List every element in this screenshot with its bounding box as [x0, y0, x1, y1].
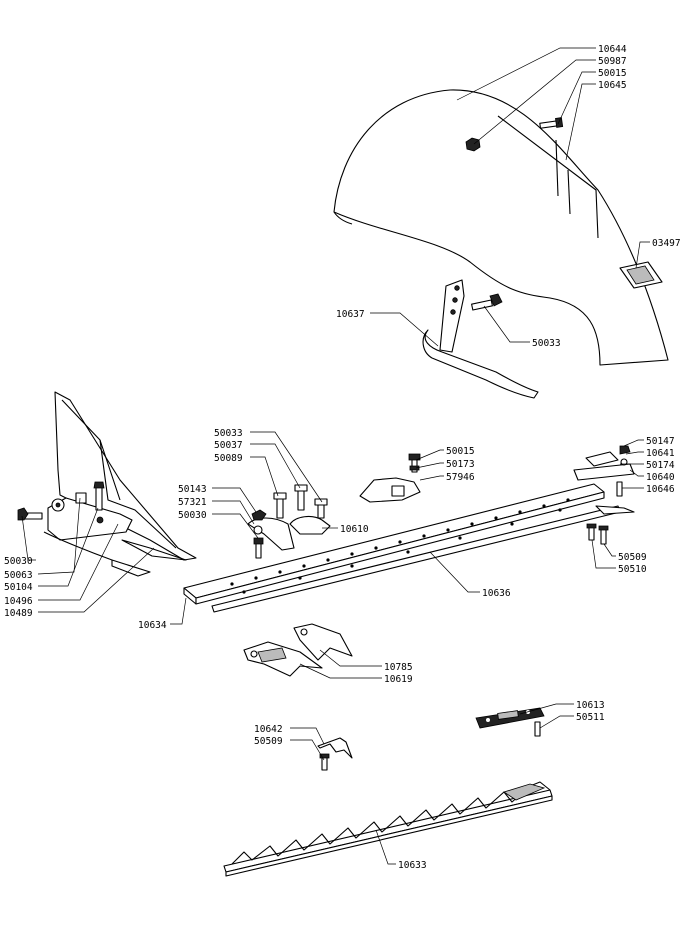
label-50015-top: 50015	[598, 68, 627, 79]
label-50030-left: 50030	[4, 556, 33, 567]
label-10634: 10634	[138, 620, 167, 631]
clip-10642	[317, 737, 353, 771]
label-10613: 10613	[576, 700, 605, 711]
support-foot-10637	[422, 279, 539, 399]
label-10636: 10636	[482, 588, 511, 599]
label-50063: 50063	[4, 570, 33, 581]
label-50509-right: 50509	[618, 552, 647, 563]
bolt-50030-left	[17, 507, 43, 521]
nut-50987	[465, 137, 481, 152]
label-03497: 03497	[652, 238, 681, 249]
leader-lines	[21, 47, 650, 865]
label-50030-center: 50030	[178, 510, 207, 521]
bolt-50015-top	[539, 117, 564, 129]
side-divider-10489	[54, 391, 197, 577]
label-10645: 10645	[598, 80, 627, 91]
cutter-bar-10634	[183, 483, 621, 613]
hood-10644	[333, 89, 669, 366]
bolts-50509-50510	[586, 523, 609, 545]
label-10640: 10640	[646, 472, 675, 483]
label-10637: 10637	[336, 309, 365, 320]
label-50147: 50147	[646, 436, 675, 447]
right-bracket-10640	[573, 445, 635, 515]
label-50143: 50143	[178, 484, 207, 495]
label-10641: 10641	[646, 448, 675, 459]
label-50033-center: 50033	[214, 428, 243, 439]
label-50509-clip: 50509	[254, 736, 283, 747]
bracket-57946	[359, 453, 421, 503]
bar-holes	[230, 498, 570, 594]
label-10633: 10633	[398, 860, 427, 871]
label-10785: 10785	[384, 662, 413, 673]
label-50037: 50037	[214, 440, 243, 451]
knife-10633	[223, 781, 553, 877]
bolt-50033-top	[471, 293, 503, 311]
label-57321: 57321	[178, 497, 207, 508]
label-10646: 10646	[646, 484, 675, 495]
hood-edge-plate-10645	[497, 115, 599, 239]
left-bolts-50063-50104	[75, 481, 105, 524]
label-10610: 10610	[340, 524, 369, 535]
label-50089: 50089	[214, 453, 243, 464]
pin-10646	[616, 481, 623, 497]
label-50511: 50511	[576, 712, 605, 723]
part-labels: 10644 50987 50015 10645 03497 10637 5003…	[4, 44, 681, 871]
guards-10785-10619	[243, 623, 353, 677]
label-10496: 10496	[4, 596, 33, 607]
label-57946: 57946	[446, 472, 475, 483]
label-50173: 50173	[446, 459, 475, 470]
label-50510: 50510	[618, 564, 647, 575]
plate-03497	[619, 261, 663, 289]
label-50987: 50987	[598, 56, 627, 67]
label-50015-center: 50015	[446, 446, 475, 457]
hold-down-10613	[475, 707, 545, 737]
label-50104: 50104	[4, 582, 33, 593]
label-10619: 10619	[384, 674, 413, 685]
center-bolts-50033-50037-50089	[251, 484, 328, 559]
label-10644: 10644	[598, 44, 627, 55]
label-10642: 10642	[254, 724, 283, 735]
label-50174: 50174	[646, 460, 675, 471]
label-50033-top: 50033	[532, 338, 561, 349]
label-10489: 10489	[4, 608, 33, 619]
bracket-10610	[247, 515, 331, 551]
